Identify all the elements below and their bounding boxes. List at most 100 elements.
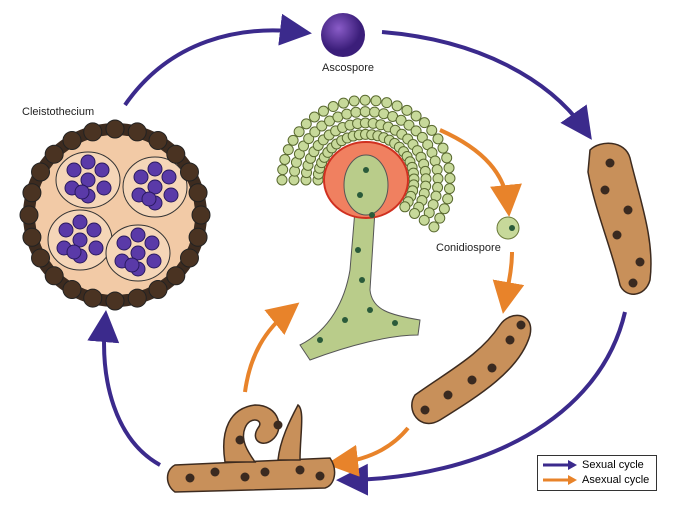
asexual-arrow-to-conidiospore	[439, 128, 522, 217]
wall-cell	[62, 131, 82, 151]
ascospore-dot	[147, 179, 163, 195]
nucleus-dot	[605, 158, 615, 168]
conidium	[308, 111, 320, 123]
nucleus-dot	[260, 467, 270, 477]
ascospore-dot	[130, 245, 146, 261]
conidium	[300, 118, 312, 130]
sexual-arrow-to-mycelium	[336, 311, 627, 496]
ascospore-dot	[86, 222, 102, 238]
legend-item-sexual: Sexual cycle	[542, 459, 644, 471]
germ-tube	[411, 314, 532, 425]
conidium	[276, 174, 288, 186]
wall-cell	[148, 131, 168, 151]
nucleus-dot	[467, 375, 477, 385]
nucleus-dot	[600, 185, 610, 195]
conidiophore	[276, 94, 456, 361]
conidium	[423, 207, 435, 219]
nucleus-dot	[355, 247, 361, 253]
conidium	[432, 133, 444, 145]
conidium	[287, 134, 299, 146]
ascospore-dot	[74, 184, 90, 200]
nucleus-dot	[420, 405, 430, 415]
wall-cell	[31, 248, 51, 268]
wall-cell	[166, 266, 186, 286]
conidium	[359, 106, 371, 118]
wall-cell	[179, 162, 199, 182]
wall-cell	[44, 266, 64, 286]
ascospore-dot	[124, 257, 140, 273]
ascospore-dot	[88, 240, 104, 256]
conidium	[410, 110, 422, 122]
asexual-arrow-to-germ-tube	[492, 251, 525, 314]
nucleus-dot	[487, 363, 497, 373]
legend-label: Sexual cycle	[582, 459, 644, 471]
conidium	[381, 97, 393, 109]
conidium	[369, 106, 381, 118]
purple-arrow-icon	[543, 460, 577, 470]
nucleus-dot	[392, 320, 398, 326]
nucleus-dot	[185, 473, 195, 483]
nucleus-dot	[240, 472, 250, 482]
ascospore-dot	[80, 172, 96, 188]
nucleus-dot	[363, 167, 369, 173]
conidium	[434, 212, 446, 224]
conidium	[279, 153, 291, 165]
nucleus-dot	[295, 465, 305, 475]
wall-cell	[105, 291, 125, 311]
nucleus-dot	[359, 277, 365, 283]
conidium	[391, 100, 403, 112]
nucleus-dot	[357, 192, 363, 198]
conidium	[316, 120, 328, 132]
nucleus-dot	[369, 212, 375, 218]
conidium	[437, 142, 449, 154]
nucleus-dot	[210, 467, 220, 477]
wall-cell	[44, 144, 64, 164]
ascospore-dot	[66, 244, 82, 260]
legend: Sexual cycle Asexual cycle	[537, 455, 657, 491]
conidium	[282, 144, 294, 156]
wall-cell	[83, 122, 103, 142]
nucleus-dot	[443, 390, 453, 400]
nucleus-dot	[342, 317, 348, 323]
conidium	[426, 124, 438, 136]
ascospore-dot	[72, 232, 88, 248]
conidium	[409, 208, 421, 220]
nucleus-dot	[273, 420, 283, 430]
wall-cell	[105, 119, 125, 139]
ascospore-dot	[130, 227, 146, 243]
legend-label: Asexual cycle	[582, 474, 650, 486]
sexual-arrow-to-ascospore	[123, 13, 312, 107]
ascospore-dot	[66, 162, 82, 178]
conidium	[317, 105, 329, 117]
ascospore-dot	[161, 169, 177, 185]
wall-cell	[62, 279, 82, 299]
nucleus-dot	[367, 307, 373, 313]
ascospore-dot	[58, 222, 74, 238]
nucleus-dot	[235, 435, 245, 445]
wall-cell	[22, 183, 42, 203]
conidium	[399, 201, 411, 213]
mycelium	[166, 403, 336, 493]
wall-cell	[31, 162, 51, 182]
ascospore-dot	[147, 161, 163, 177]
wall-cell	[83, 288, 103, 308]
conidium	[443, 162, 455, 174]
ascospore-dot	[133, 169, 149, 185]
conidium	[418, 117, 430, 129]
ascospore-dot	[141, 191, 157, 207]
conidium	[298, 140, 310, 152]
wall-cell	[22, 227, 42, 247]
conidium	[341, 108, 353, 120]
ascospore-label: Ascospore	[322, 62, 374, 74]
wall-cell	[19, 205, 39, 225]
conidium	[338, 97, 350, 109]
ascospore-dot	[94, 162, 110, 178]
conidium	[438, 203, 450, 215]
conidium	[350, 106, 362, 118]
wall-cell	[148, 279, 168, 299]
conidium	[416, 131, 428, 143]
wall-cell	[188, 227, 208, 247]
asexual-arrow-to-conidiophore	[243, 302, 300, 393]
conidium	[327, 101, 339, 113]
